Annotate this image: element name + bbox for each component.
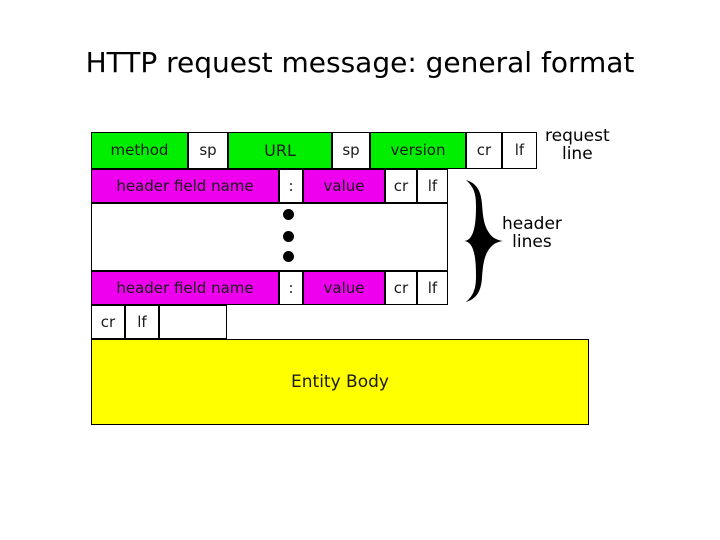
cell-value-2: value [303,271,385,305]
cell-cr-header-2: cr [385,271,417,305]
vertical-ellipsis-icon-dot-2 [283,231,294,242]
cell-url: URL [228,132,332,169]
cell-entity-body: Entity Body [91,339,589,425]
label-header-lines-line2: lines [512,231,552,252]
cell-method: method [91,132,188,169]
cell-cr-blank-line: cr [91,305,125,339]
vertical-ellipsis-icon-dot-3 [283,251,294,262]
cell-sp-1: sp [188,132,228,169]
cell-header-field-name-2: header field name [91,271,279,305]
cell-lf-header-1: lf [417,169,448,203]
label-request-line-line1: request [545,126,610,146]
cell-header-field-name-1: header field name [91,169,279,203]
label-request-line-line2: line [561,143,593,164]
right-curly-brace-icon [462,180,506,302]
cell-lf-request-line: lf [502,132,537,169]
label-request-line: request line [545,126,610,164]
cell-version: version [370,132,466,169]
cell-header-lines-ellipsis-row [91,203,448,271]
cell-lf-blank-line: lf [125,305,159,339]
cell-sp-2: sp [332,132,370,169]
cell-value-1: value [303,169,385,203]
vertical-ellipsis-icon-dot-1 [283,209,294,220]
cell-colon-1: : [279,169,303,203]
label-header-lines-line1: header [502,214,562,234]
label-header-lines: header lines [502,214,562,252]
cell-blank-line-tail [159,305,227,339]
cell-lf-header-2: lf [417,271,448,305]
cell-colon-2: : [279,271,303,305]
page-title: HTTP request message: general format [85,46,635,79]
cell-cr-header-1: cr [385,169,417,203]
cell-cr-request-line: cr [466,132,502,169]
